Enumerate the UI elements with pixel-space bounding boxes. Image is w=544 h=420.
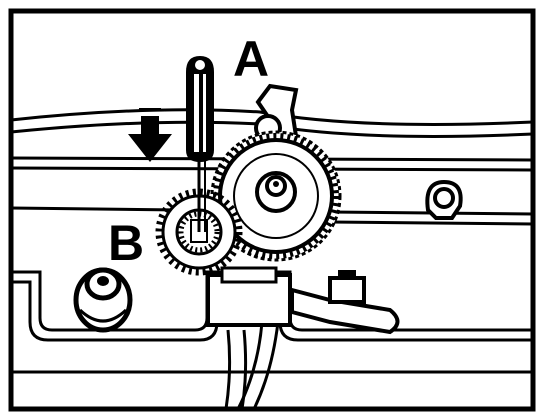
cable-bundle [224, 321, 280, 410]
screw-post [73, 267, 133, 333]
screwdriver-tool [186, 56, 214, 232]
frame-border [8, 8, 536, 412]
callout-label-b: B [108, 215, 144, 271]
large-gear [210, 130, 342, 262]
spring-lever [290, 287, 400, 335]
lever-clip-top [338, 270, 356, 280]
callout-label-a: A [233, 31, 269, 87]
lower-tray-inner [11, 280, 533, 342]
down-arrow-icon [128, 108, 172, 162]
connector-latch [220, 266, 278, 284]
lower-tray [11, 270, 533, 332]
lever-clip [328, 276, 366, 304]
hook-slot [425, 179, 463, 220]
